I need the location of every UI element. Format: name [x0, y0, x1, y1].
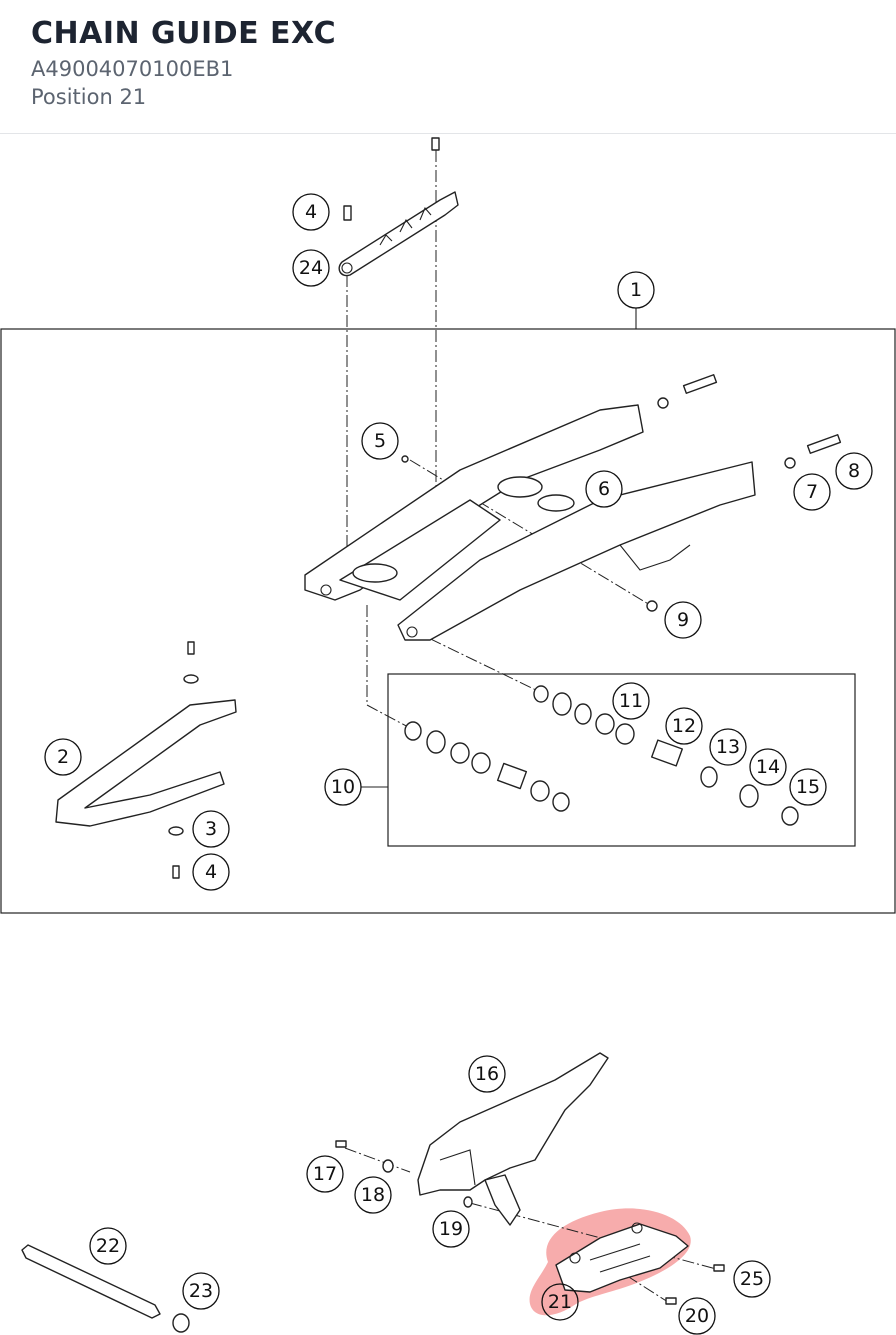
- callout-24[interactable]: 24: [292, 249, 330, 287]
- callout-3[interactable]: 3: [192, 810, 230, 848]
- screw-top: [343, 137, 440, 221]
- callout-label: 15: [796, 776, 820, 798]
- callout-4[interactable]: 4: [292, 193, 330, 231]
- chain-guide-part: [555, 1222, 689, 1293]
- header: CHAIN GUIDE EXC A49004070100EB1 Position…: [0, 0, 896, 134]
- callout-circle: [541, 1283, 579, 1321]
- callout-circle: [612, 682, 650, 720]
- callout-label: 3: [205, 818, 217, 840]
- callout-label: 17: [313, 1163, 337, 1185]
- callout-circle: [306, 1155, 344, 1193]
- bearing-kit-frame: [387, 673, 856, 847]
- page-title: CHAIN GUIDE EXC: [31, 16, 337, 51]
- callout-11[interactable]: 11: [612, 682, 650, 720]
- callout-circle: [182, 1272, 220, 1310]
- callout-label: 7: [806, 481, 818, 503]
- callout-circle: [324, 768, 362, 806]
- callout-label: 6: [598, 478, 610, 500]
- callout-9[interactable]: 9: [664, 601, 702, 639]
- callout-label: 2: [57, 746, 69, 768]
- callout-2[interactable]: 2: [44, 738, 82, 776]
- callout-circle: [665, 707, 703, 745]
- callout-20[interactable]: 20: [678, 1297, 716, 1335]
- callout-circle: [749, 748, 787, 786]
- callout-4[interactable]: 4: [192, 853, 230, 891]
- part-number: A49004070100EB1: [31, 57, 234, 81]
- callout-label: 23: [189, 1280, 213, 1302]
- callout-25[interactable]: 25: [733, 1260, 771, 1298]
- callout-label: 21: [548, 1291, 572, 1313]
- position-label: Position 21: [31, 85, 147, 109]
- callout-label: 4: [205, 861, 217, 883]
- bearing-kit-parts: [404, 685, 799, 826]
- callout-circle: [709, 728, 747, 766]
- callout-6[interactable]: 6: [585, 470, 623, 508]
- callout-label: 4: [305, 201, 317, 223]
- callout-circle: [361, 422, 399, 460]
- callout-label: 18: [361, 1184, 385, 1206]
- callout-circle: [835, 452, 873, 490]
- callout-circle: [192, 810, 230, 848]
- chain-guard: [417, 1052, 609, 1226]
- callout-label: 9: [677, 609, 689, 631]
- callout-label: 1: [630, 279, 642, 301]
- callout-label: 22: [96, 1235, 120, 1257]
- callout-circle: [617, 271, 655, 309]
- callout-15[interactable]: 15: [789, 768, 827, 806]
- chain-slider: [55, 641, 237, 879]
- callout-label: 11: [619, 690, 643, 712]
- callout-label: 20: [685, 1305, 709, 1327]
- callout-circle: [793, 473, 831, 511]
- callout-circle: [44, 738, 82, 776]
- chain-sliding-guard-top: [338, 191, 459, 277]
- callout-label: 8: [848, 460, 860, 482]
- callout-17[interactable]: 17: [306, 1155, 344, 1193]
- callout-label: 13: [716, 736, 740, 758]
- callout-circle: [354, 1176, 392, 1214]
- callout-label: 5: [374, 430, 386, 452]
- callout-23[interactable]: 23: [182, 1272, 220, 1310]
- callout-18[interactable]: 18: [354, 1176, 392, 1214]
- callout-label: 19: [439, 1218, 463, 1240]
- callout-circle: [192, 853, 230, 891]
- callout-circle: [468, 1055, 506, 1093]
- swingarm-group-frame: [0, 328, 896, 914]
- callout-circle: [585, 470, 623, 508]
- callout-12[interactable]: 12: [665, 707, 703, 745]
- callout-13[interactable]: 13: [709, 728, 747, 766]
- callout-14[interactable]: 14: [749, 748, 787, 786]
- callout-circle: [89, 1227, 127, 1265]
- callout-circle: [664, 601, 702, 639]
- callout-7[interactable]: 7: [793, 473, 831, 511]
- callout-1[interactable]: 1: [617, 271, 655, 309]
- callout-label: 25: [740, 1268, 764, 1290]
- callout-circle: [432, 1210, 470, 1248]
- callout-5[interactable]: 5: [361, 422, 399, 460]
- swingarm: [304, 404, 756, 641]
- callout-label: 14: [756, 756, 780, 778]
- callout-8[interactable]: 8: [835, 452, 873, 490]
- callout-circle: [678, 1297, 716, 1335]
- callout-label: 12: [672, 715, 696, 737]
- pivot-bolts: [401, 374, 842, 612]
- callout-10[interactable]: 10: [324, 768, 362, 806]
- small-hardware: [335, 1140, 725, 1305]
- callout-circle: [292, 249, 330, 287]
- callout-label: 10: [331, 776, 355, 798]
- callout-label: 24: [299, 257, 323, 279]
- callout-circle: [789, 768, 827, 806]
- callout-21[interactable]: 21: [541, 1283, 579, 1321]
- callout-22[interactable]: 22: [89, 1227, 127, 1265]
- callout-16[interactable]: 16: [468, 1055, 506, 1093]
- swingarm-axle: [21, 1244, 190, 1333]
- callout-19[interactable]: 19: [432, 1210, 470, 1248]
- callout-label: 16: [475, 1063, 499, 1085]
- callout-circle: [733, 1260, 771, 1298]
- callout-circle: [292, 193, 330, 231]
